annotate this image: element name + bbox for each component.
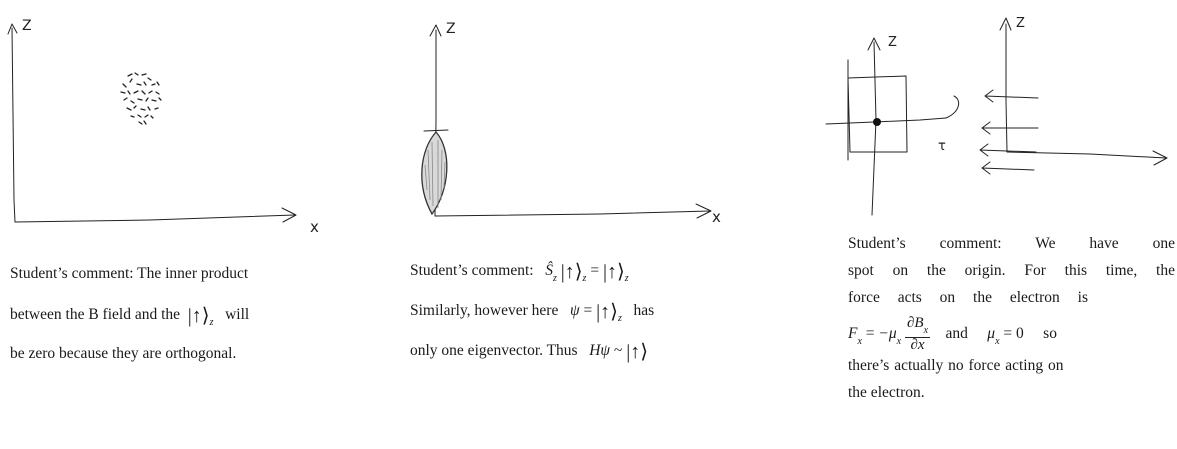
equals-sign: = [584,302,593,319]
minus-mu: −μ [878,325,896,342]
hamiltonian-psi: Hψ [589,342,610,359]
mu-symbol: μ [987,325,995,342]
z-axis-label: Z [22,18,32,34]
left-z-axis-line [872,42,876,215]
fraction-numerator: ∂Bx [905,316,930,338]
fraction-denominator: ∂x [905,338,930,354]
equals-sign: = [866,325,875,342]
caption-line-3: be zero because they are orthogonal. [10,346,236,362]
caption-text: Similarly, however here [410,302,558,319]
force-subscript: x [857,336,861,347]
caption-text: between the B field and the [10,306,180,323]
origin-spot [873,118,881,126]
equals-sign: = [590,262,599,279]
spin-up-ket: |↑⟩ [596,301,618,323]
scattered-spot-cluster [121,73,161,124]
spin-up-ket: |↑⟩ [188,305,210,327]
x-axis-line [15,215,295,222]
sketch-magnet-and-axes: Z τ Z [810,0,1177,230]
spin-up-ket: |↑⟩ [626,341,648,363]
right-z-axis-label: Z [1016,16,1025,31]
right-x-axis-line [1007,152,1166,158]
caption-line-3: only one eigenvector. Thus Hψ ~ |↑⟩ [410,342,648,362]
x-axis-line [435,211,710,216]
equals-zero: = 0 [1003,325,1023,342]
left-z-axis-label: Z [888,35,897,50]
ket-subscript: z [583,273,587,284]
and-word: and [946,325,968,342]
wavefunction-psi: ψ [570,302,580,319]
caption-line-2: between the B field and the |↑⟩z will [10,306,249,328]
spin-operator: Ŝ [545,262,553,279]
caption-line-5: the electron. [848,385,925,401]
x-axis-label: x [310,218,319,236]
caption-text: will [225,306,249,323]
ket-subscript: z [210,317,214,328]
beam-curl [946,96,959,118]
caption-line-2: Similarly, however here ψ = |↑⟩z has [410,302,654,324]
field-arrow-3 [980,144,1036,156]
tau-mark: τ [938,139,946,154]
tilde-sign: ~ [614,342,622,359]
caption-line-2: spot on the origin. For this time, the [848,263,1175,279]
spin-up-ket: |↑⟩ [603,261,625,283]
z-axis-line [12,28,15,222]
caption-line-1: Student’s comment: We have one [848,236,1175,252]
caption-text: has [633,302,654,319]
caption-line-4: there’s actually no force acting on [848,358,1175,374]
caption-text: only one eigenvector. Thus [410,342,578,359]
caption-line-1: Student’s comment: Ŝz |↑⟩z = |↑⟩z [410,262,629,284]
caption-text: Student’s comment: [410,262,534,279]
caption-line-1: Student’s comment: The inner product [10,266,248,282]
mu-subscript: x [995,336,999,347]
field-arrow-2 [982,122,1038,134]
ket-subscript: z [618,313,622,324]
magnet-box [848,76,907,152]
spin-up-ket: |↑⟩ [561,261,583,283]
ket-subscript: z [625,273,629,284]
so-word: so [1043,325,1057,342]
spot-top-bar [424,130,448,131]
z-axis-label: Z [446,21,456,37]
horizontal-beam [826,118,946,124]
field-arrow-1 [985,90,1038,102]
right-z-axis-line [1006,24,1007,152]
field-arrow-4 [982,162,1034,174]
force-equation-line: Fx = −μx ∂Bx ∂x and μx = 0 so [848,316,1057,353]
caption-line-3: force acts on the electron is [848,290,1175,306]
x-axis-label: x [712,208,721,226]
operator-subscript: z [553,273,557,284]
field-gradient-fraction: ∂Bx ∂x [905,316,930,353]
sketch-no-field: Z x [0,0,370,240]
mu-subscript: x [897,336,901,347]
sketch-single-spot-on-axis: Z x [400,0,790,240]
